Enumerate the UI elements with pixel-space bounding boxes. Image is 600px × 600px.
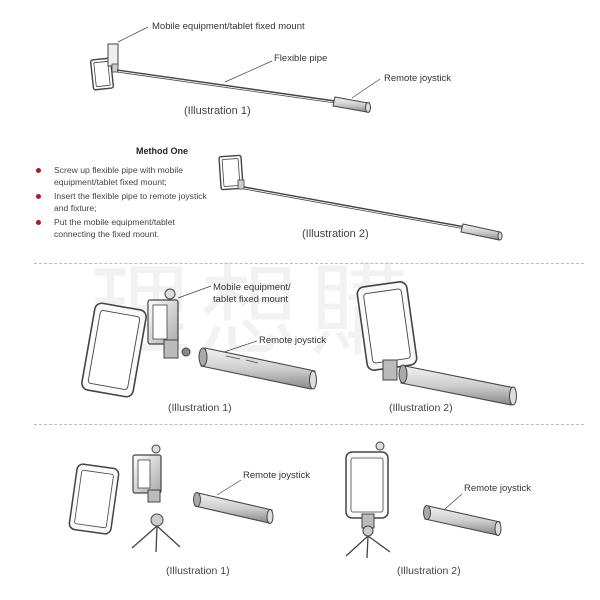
tripod-illustration-2 bbox=[345, 441, 502, 559]
label-remote-joystick-right: Remote joystick bbox=[464, 483, 532, 494]
caption-illustration-2: (Illustration 2) bbox=[389, 402, 453, 414]
label-remote-joystick: Remote joystick bbox=[259, 335, 327, 346]
method-step: Insert the flexible pipe to remote joyst… bbox=[36, 191, 216, 214]
section-divider bbox=[34, 263, 584, 264]
bullet-icon bbox=[36, 194, 41, 199]
label-remote-joystick-left: Remote joystick bbox=[243, 470, 311, 481]
label-remote-joystick: Remote joystick bbox=[384, 73, 452, 84]
parts-illustration-1 bbox=[81, 285, 317, 398]
caption-illustration-1: (Illustration 1) bbox=[168, 402, 232, 414]
parts-illustration-2 bbox=[356, 281, 517, 406]
caption-illustration-2: (Illustration 2) bbox=[397, 565, 461, 577]
method-step: Put the mobile equipment/tablet connecti… bbox=[36, 217, 216, 240]
label-flexible-pipe: Flexible pipe bbox=[274, 53, 328, 64]
bullet-icon bbox=[36, 168, 41, 173]
method-step: Screw up flexible pipe with mobile equip… bbox=[36, 165, 216, 188]
label-mount-line1: Mobile equipment/ bbox=[213, 282, 291, 293]
label-mount-line2: tablet fixed mount bbox=[213, 294, 288, 305]
selfie-stick-illustration-1 bbox=[89, 26, 381, 113]
label-mobile-mount: Mobile equipment/tablet fixed mount bbox=[152, 21, 305, 32]
method-title: Method One bbox=[136, 146, 188, 156]
section-divider bbox=[34, 424, 584, 425]
selfie-stick-illustration-2 bbox=[218, 154, 503, 241]
caption-illustration-1: (Illustration 1) bbox=[166, 565, 230, 577]
method-steps-list: Screw up flexible pipe with mobile equip… bbox=[36, 165, 216, 243]
tripod-illustration-1 bbox=[68, 444, 274, 553]
caption-illustration-1: (Illustration 1) bbox=[184, 105, 251, 117]
caption-illustration-2: (Illustration 2) bbox=[302, 228, 369, 240]
bullet-icon bbox=[36, 220, 41, 225]
